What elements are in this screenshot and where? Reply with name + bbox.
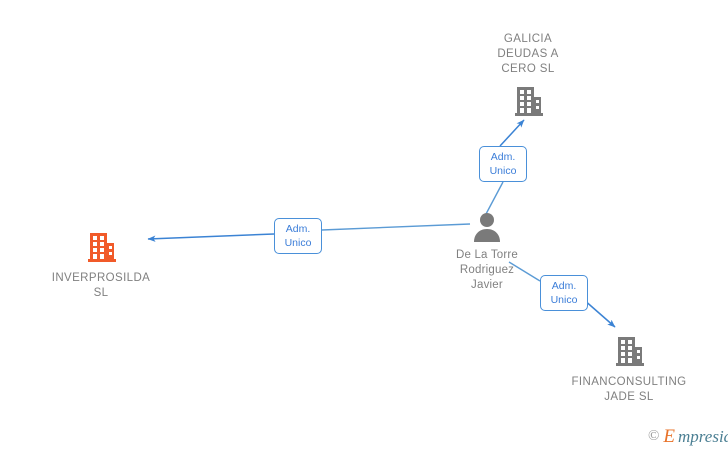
edge-financonsulting-label-to-financonsulting — [582, 298, 616, 328]
building-icon — [616, 337, 644, 366]
brand-initial: E — [663, 426, 676, 447]
node-financonsulting[interactable]: FINANCONSULTING JADE SL — [549, 334, 709, 405]
edge-galicia-label-to-galicia — [499, 119, 525, 147]
edge-person-to-financonsulting-label — [508, 261, 541, 282]
relation-label-galicia[interactable]: Adm. Unico — [479, 146, 527, 182]
node-galicia[interactable]: GALICIA DEUDAS A CERO SL — [448, 32, 608, 118]
node-person-label: De La Torre Rodriguez Javier — [455, 249, 519, 291]
node-financonsulting-label: FINANCONSULTING JADE SL — [571, 376, 687, 403]
edge-person-to-inverprosilda-label — [321, 223, 471, 231]
node-inverprosilda[interactable]: INVERPROSILDA SL — [21, 230, 181, 301]
node-galicia-label: GALICIA DEUDAS A CERO SL — [497, 33, 559, 75]
node-inverprosilda-label: INVERPROSILDA SL — [51, 272, 151, 299]
node-person[interactable]: De La Torre Rodriguez Javier — [407, 212, 567, 293]
person-icon — [474, 213, 500, 242]
building-icon — [515, 87, 543, 116]
edge-inverprosilda-label-to-inverprosilda — [147, 233, 275, 242]
empresia-watermark: © E mpresia — [648, 427, 728, 446]
copyright-icon: © — [648, 428, 660, 444]
relation-label-financonsulting[interactable]: Adm. Unico — [540, 275, 588, 311]
brand-name: mpresia — [678, 427, 728, 446]
edge-person-to-galicia-label — [485, 181, 504, 215]
relation-label-inverprosilda[interactable]: Adm. Unico — [274, 218, 322, 254]
building-icon — [88, 233, 116, 262]
